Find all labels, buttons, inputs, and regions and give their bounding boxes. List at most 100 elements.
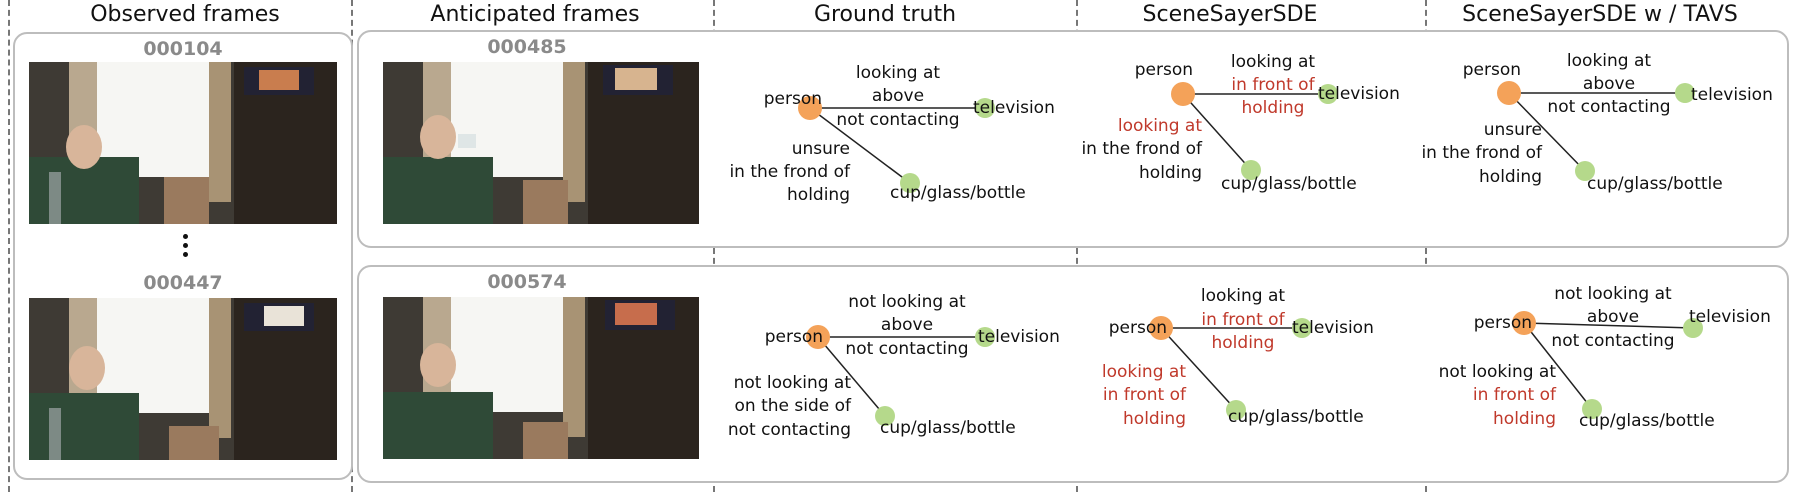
- rel-cup-spatial: in the frond of: [1081, 139, 1203, 159]
- label-cup: cup/glass/bottle: [890, 183, 1026, 203]
- rel-cup-spatial: on the side of: [734, 396, 852, 416]
- node-cup: [900, 173, 920, 193]
- label-person: person: [1135, 60, 1193, 80]
- rel-cup-contact: holding: [787, 185, 850, 205]
- node-television: [975, 327, 995, 347]
- rel-cup-attention: not looking at: [1439, 362, 1557, 382]
- label-cup: cup/glass/bottle: [880, 418, 1016, 438]
- rel-cup-contact: not contacting: [728, 420, 851, 440]
- graph-gt-row-1: person television cup/glass/bottle looki…: [729, 63, 1055, 205]
- node-cup: [1226, 400, 1246, 420]
- rel-tv-spatial: above: [872, 86, 924, 106]
- label-person: person: [765, 327, 823, 347]
- video-frame-anticipated-2: [383, 297, 699, 459]
- video-frame-observed-2: [29, 298, 337, 460]
- anticipated-row-2-panel: 000574: [357, 265, 1789, 483]
- label-television: television: [973, 98, 1055, 118]
- ellipsis-dots: [183, 234, 189, 261]
- rel-tv-spatial: above: [1583, 74, 1635, 94]
- rel-tv-spatial: in front of: [1201, 310, 1285, 330]
- rel-tv-contact: not contacting: [845, 339, 968, 359]
- anticipated-row-1-panel: 000485: [357, 30, 1789, 248]
- rel-tv-attention: looking at: [1201, 286, 1285, 306]
- node-television: [975, 98, 995, 118]
- rel-tv-attention: looking at: [1567, 51, 1651, 71]
- graph-gt-row-2: person television cup/glass/bottle not l…: [728, 292, 1060, 440]
- rel-cup-attention: unsure: [792, 139, 850, 159]
- rel-cup-spatial: in the frond of: [1421, 143, 1543, 163]
- node-television: [1683, 318, 1703, 338]
- label-person: person: [1109, 318, 1167, 338]
- frame-id-anticipated-1: 000485: [487, 36, 567, 58]
- rel-tv-attention: looking at: [856, 63, 940, 83]
- node-person: [1171, 82, 1195, 106]
- node-cup: [875, 406, 895, 426]
- rel-tv-spatial: in front of: [1231, 75, 1315, 95]
- node-television: [1675, 83, 1695, 103]
- label-person: person: [764, 89, 822, 109]
- label-cup: cup/glass/bottle: [1579, 411, 1715, 431]
- node-person: [798, 96, 822, 120]
- column-title-anticipated: Anticipated frames: [430, 2, 640, 27]
- edge-person-cup: [809, 107, 911, 184]
- rel-cup-contact: holding: [1139, 163, 1202, 183]
- rel-tv-contact: not contacting: [1551, 331, 1674, 351]
- label-television: television: [1318, 84, 1400, 104]
- rel-cup-spatial: in front of: [1103, 385, 1187, 405]
- rel-cup-contact: holding: [1123, 409, 1186, 429]
- node-television: [1292, 318, 1312, 338]
- label-television: television: [1689, 307, 1771, 327]
- rel-tv-contact: not contacting: [836, 110, 959, 130]
- frame-id-anticipated-2: 000574: [487, 271, 567, 293]
- rel-tv-contact: holding: [1212, 333, 1275, 353]
- rel-tv-spatial: above: [881, 315, 933, 335]
- video-frame-anticipated-1: [383, 62, 699, 224]
- node-person: [1149, 316, 1173, 340]
- label-person: person: [1474, 313, 1532, 333]
- rel-cup-spatial: in front of: [1473, 385, 1557, 405]
- edge-person-cup: [1182, 93, 1252, 171]
- label-television: television: [1292, 318, 1374, 338]
- rel-tv-attention: looking at: [1231, 52, 1315, 72]
- graph-tavs-row-2: person television cup/glass/bottle not l…: [1439, 284, 1771, 431]
- edge-person-cup: [1523, 322, 1593, 410]
- rel-tv-attention: not looking at: [1554, 284, 1672, 304]
- edge-person-cup: [1160, 327, 1237, 411]
- edge-person-television: [1523, 322, 1694, 329]
- frame-id-observed-1: 000104: [143, 38, 223, 60]
- column-title-tavs: SceneSayerSDE w / TAVS: [1462, 2, 1738, 27]
- rel-cup-attention: not looking at: [734, 373, 852, 393]
- divider-1: [8, 0, 10, 492]
- node-person: [806, 325, 830, 349]
- video-frame-observed-1: [29, 62, 337, 224]
- rel-cup-contact: holding: [1493, 409, 1556, 429]
- rel-cup-attention: unsure: [1484, 120, 1542, 140]
- node-person: [1512, 311, 1536, 335]
- observed-frames-panel: 000104 000447: [13, 32, 353, 480]
- node-cup: [1575, 161, 1595, 181]
- label-cup: cup/glass/bottle: [1221, 174, 1357, 194]
- label-person: person: [1463, 60, 1521, 80]
- label-television: television: [978, 327, 1060, 347]
- column-title-scenesayer: SceneSayerSDE: [1142, 2, 1318, 27]
- rel-cup-attention: looking at: [1102, 362, 1186, 382]
- rel-cup-contact: holding: [1479, 167, 1542, 187]
- edge-person-cup: [1508, 92, 1586, 172]
- graph-scenesayer-row-1: person television cup/glass/bottle looki…: [1081, 52, 1400, 194]
- edge-person-cup: [817, 336, 886, 417]
- label-cup: cup/glass/bottle: [1587, 174, 1723, 194]
- rel-tv-spatial: above: [1587, 307, 1639, 327]
- rel-cup-attention: looking at: [1118, 116, 1202, 136]
- rel-cup-spatial: in the frond of: [729, 162, 851, 182]
- column-title-ground-truth: Ground truth: [813, 2, 957, 27]
- graph-scenesayer-row-2: person television cup/glass/bottle looki…: [1102, 286, 1374, 429]
- rel-tv-contact: not contacting: [1547, 97, 1670, 117]
- node-television: [1318, 84, 1338, 104]
- node-cup: [1241, 160, 1261, 180]
- rel-tv-attention: not looking at: [848, 292, 966, 312]
- graph-tavs-row-1: person television cup/glass/bottle looki…: [1421, 51, 1773, 194]
- node-person: [1497, 81, 1521, 105]
- frame-id-observed-2: 000447: [143, 272, 223, 294]
- label-television: television: [1691, 85, 1773, 105]
- rel-tv-contact: holding: [1242, 98, 1305, 118]
